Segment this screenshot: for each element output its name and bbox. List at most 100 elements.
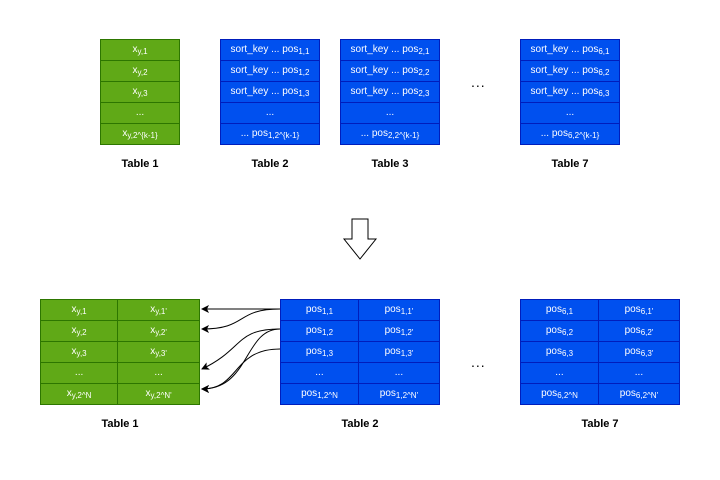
bottom-table-1-label: Table 1 [101, 418, 139, 430]
pointer-arrow [201, 308, 281, 333]
pointer-arrow [201, 328, 281, 370]
table-row: sort_key ... pos1,3 [220, 81, 320, 103]
top-table-1-label: Table 1 [121, 158, 159, 170]
table-row: ... pos2,2^{k-1} [340, 123, 440, 145]
table-cell: pos1,2^N' [357, 383, 441, 405]
table-cell: xy,2' [117, 320, 200, 342]
table-row: ... [100, 102, 180, 124]
bottom-table-2-label: Table 2 [341, 418, 379, 430]
table-cell: ... [280, 362, 359, 384]
table-cell: xy,2 [100, 60, 180, 82]
table-row: ... [340, 102, 440, 124]
table-cell: pos6,2^N [520, 383, 599, 405]
table-row: sort_key ... pos1,1 [220, 39, 320, 61]
bottom-table-7-label: Table 7 [581, 418, 619, 430]
pointer-arrow [201, 348, 281, 393]
table-cell: pos1,2^N [280, 383, 359, 405]
table-row: ... pos6,2^{k-1} [520, 123, 620, 145]
table-row: ... pos1,2^{k-1} [220, 123, 320, 145]
table-cell: pos6,2^N' [597, 383, 681, 405]
table-cell: sort_key ... pos2,1 [340, 39, 440, 61]
table-cell: ... [357, 362, 441, 384]
table-cell: sort_key ... pos6,2 [520, 60, 620, 82]
table-row: sort_key ... pos6,3 [520, 81, 620, 103]
table-cell: pos6,3 [520, 341, 599, 363]
table-row: xy,1 [100, 39, 180, 61]
table-cell: xy,2^{k-1} [100, 123, 180, 145]
table-row: ...... [520, 362, 681, 384]
top-table-2-label: Table 2 [251, 158, 289, 170]
table-row: sort_key ... pos6,2 [520, 60, 620, 82]
table-row: ... [520, 102, 620, 124]
table-row: xy,2^{k-1} [100, 123, 180, 145]
table-cell: ... [520, 362, 599, 384]
table-cell: xy,3' [117, 341, 200, 363]
table-cell: sort_key ... pos2,3 [340, 81, 440, 103]
table-cell: pos6,3' [597, 341, 681, 363]
table-cell: sort_key ... pos6,1 [520, 39, 620, 61]
table-cell: xy,1 [39, 299, 119, 321]
table-cell: ... [39, 362, 119, 384]
table-cell: xy,2^N [39, 383, 119, 405]
table-cell: ... pos6,2^{k-1} [520, 123, 620, 145]
table-row: xy,3 [100, 81, 180, 103]
table-cell: pos1,3' [357, 341, 441, 363]
table-row: sort_key ... pos2,3 [340, 81, 440, 103]
table-cell: sort_key ... pos6,3 [520, 81, 620, 103]
table-cell: xy,1 [100, 39, 180, 61]
table-cell: ... [117, 362, 200, 384]
table-cell: sort_key ... pos1,3 [220, 81, 320, 103]
table-cell: ... [597, 362, 681, 384]
table-cell: ... [100, 102, 180, 124]
table-cell: xy,3 [39, 341, 119, 363]
table-row: sort_key ... pos1,2 [220, 60, 320, 82]
table-cell: pos6,1 [520, 299, 599, 321]
table-cell: pos6,2 [520, 320, 599, 342]
table-cell: sort_key ... pos2,2 [340, 60, 440, 82]
table-cell: ... [520, 102, 620, 124]
table-row: ...... [280, 362, 441, 384]
table-cell: sort_key ... pos1,1 [220, 39, 320, 61]
table-row: sort_key ... pos2,2 [340, 60, 440, 82]
table-cell: ... pos2,2^{k-1} [340, 123, 440, 145]
table-cell: pos1,3 [280, 341, 359, 363]
table-row: ... [220, 102, 320, 124]
table-cell: pos6,1' [597, 299, 681, 321]
table-cell: ... pos1,2^{k-1} [220, 123, 320, 145]
table-row: sort_key ... pos2,1 [340, 39, 440, 61]
table-row: ...... [39, 362, 200, 384]
table-cell: ... [340, 102, 440, 124]
table-cell: pos1,2' [357, 320, 441, 342]
table-row: xy,2 [100, 60, 180, 82]
table-cell: pos1,1 [280, 299, 359, 321]
table-cell: pos6,2' [597, 320, 681, 342]
table-cell: pos1,2 [280, 320, 359, 342]
table-cell: pos1,1' [357, 299, 441, 321]
table-cell: xy,2^N' [117, 383, 200, 405]
pointer-arrow [201, 328, 281, 393]
table-cell: sort_key ... pos1,2 [220, 60, 320, 82]
table-row: sort_key ... pos6,1 [520, 39, 620, 61]
top-table-3-label: Table 3 [371, 158, 409, 170]
top-ellipsis: ... [471, 74, 486, 90]
table-cell: ... [220, 102, 320, 124]
